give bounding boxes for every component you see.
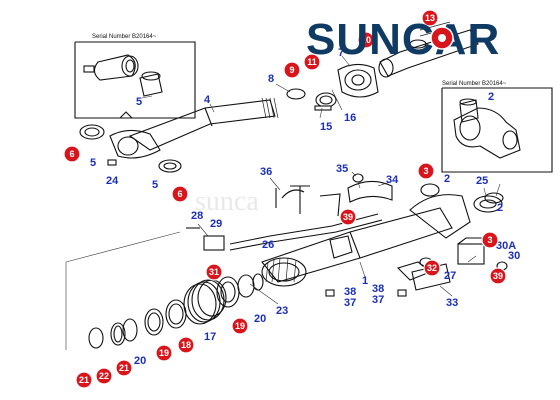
badge-label: 22	[99, 371, 109, 381]
callout-label: 16	[344, 112, 356, 124]
logo-text: SUNCAR	[306, 15, 500, 64]
plain-callouts: 5 4 5 24 5 8 7 15 16 2 36 35 34 2 25 2 2…	[90, 47, 520, 367]
cylinder-tube	[261, 183, 503, 297]
leader-lines	[197, 55, 501, 305]
callout-label: 5	[152, 179, 158, 191]
callout-label: 4	[204, 94, 211, 106]
callout-label: 17	[204, 331, 216, 343]
badge-label: 39	[493, 271, 503, 281]
callout-label: 33	[446, 297, 458, 309]
callout-label: 38	[372, 283, 384, 295]
badge-label: 19	[159, 348, 169, 358]
badge-label: 19	[235, 321, 245, 331]
callout-label: 7	[338, 47, 344, 59]
callout-label: 8	[268, 73, 274, 85]
callout-label: 27	[444, 270, 456, 282]
callout-label: 34	[386, 174, 399, 186]
badge-label: 9	[289, 65, 294, 75]
brand-logo: SUNCAR	[306, 15, 500, 64]
callout-label: 37	[372, 294, 384, 306]
callout-label: 5	[90, 157, 96, 169]
badge-label: 11	[307, 57, 317, 67]
callout-label: 20	[254, 313, 266, 325]
callout-label: 35	[336, 163, 348, 175]
callout-label: 37	[344, 297, 356, 309]
badge-callouts: 6 6 9 11 10 13 39 3 3 31 32 39 19 18 19 …	[63, 9, 507, 389]
callout-label: 36	[260, 166, 272, 178]
callout-label: 24	[106, 175, 119, 187]
badge-label: 31	[209, 267, 219, 277]
callout-label: 38	[344, 286, 356, 298]
callout-label: 1	[362, 275, 368, 287]
badge-label: 6	[177, 189, 182, 199]
callout-label: 30A	[496, 240, 516, 252]
upper-pin-assembly	[79, 97, 279, 173]
inset-left-serial-label: Serial Number B20164~	[92, 34, 157, 40]
badge-label: 32	[427, 263, 437, 273]
badge-label: 6	[69, 149, 74, 159]
callout-label: 30	[508, 250, 520, 262]
rod-end-parts	[286, 21, 479, 111]
watermark: sunca	[195, 186, 259, 217]
badge-label: 18	[181, 340, 191, 350]
callout-label: 5	[136, 96, 142, 108]
inset-right-serial-label: Serial Number B20164~	[442, 81, 507, 87]
callout-label: 26	[262, 239, 274, 251]
badge-label: 21	[119, 363, 129, 373]
inset-right: Serial Number B20164~	[441, 81, 553, 173]
seal-rings	[65, 231, 264, 350]
badge-label: 10	[361, 35, 371, 45]
callout-label: 15	[320, 121, 332, 133]
callout-label: 2	[488, 91, 494, 103]
callout-label: 29	[210, 218, 222, 230]
logo-wheel-icon	[430, 26, 454, 50]
badge-label: 3	[487, 235, 492, 245]
badge-label: 3	[423, 166, 428, 176]
callout-label: 20	[134, 355, 146, 367]
callout-label: 25	[476, 175, 488, 187]
inset-left: Serial Number B20164~	[74, 34, 196, 119]
band-clamp	[347, 173, 393, 203]
badge-label: 39	[343, 212, 353, 222]
callout-label: 2	[444, 173, 450, 185]
callout-label: 2	[497, 202, 503, 214]
badge-label: 21	[79, 375, 89, 385]
badge-label: 13	[425, 13, 435, 23]
callout-label: 28	[191, 210, 203, 222]
callout-label: 23	[276, 305, 288, 317]
